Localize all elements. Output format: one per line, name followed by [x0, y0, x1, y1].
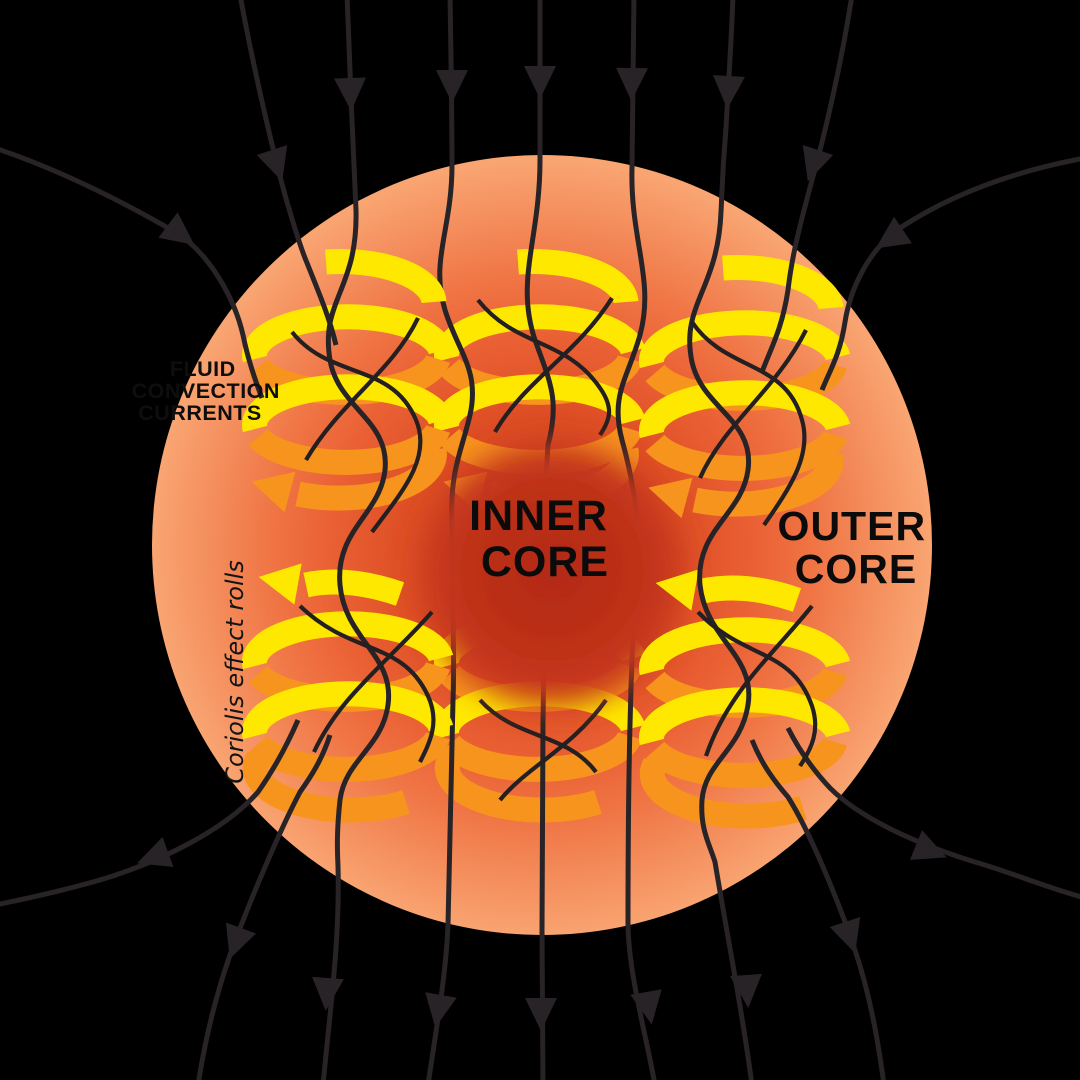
inner-core-label: INNER CORE — [469, 492, 621, 586]
inner-core — [420, 443, 684, 707]
outer-core-label: OUTER CORE — [778, 503, 939, 592]
fluid-convection-label: FLUID CONVECTION CURRENTS — [132, 357, 287, 425]
coriolis-label: Coriolis effect rolls — [221, 560, 249, 784]
